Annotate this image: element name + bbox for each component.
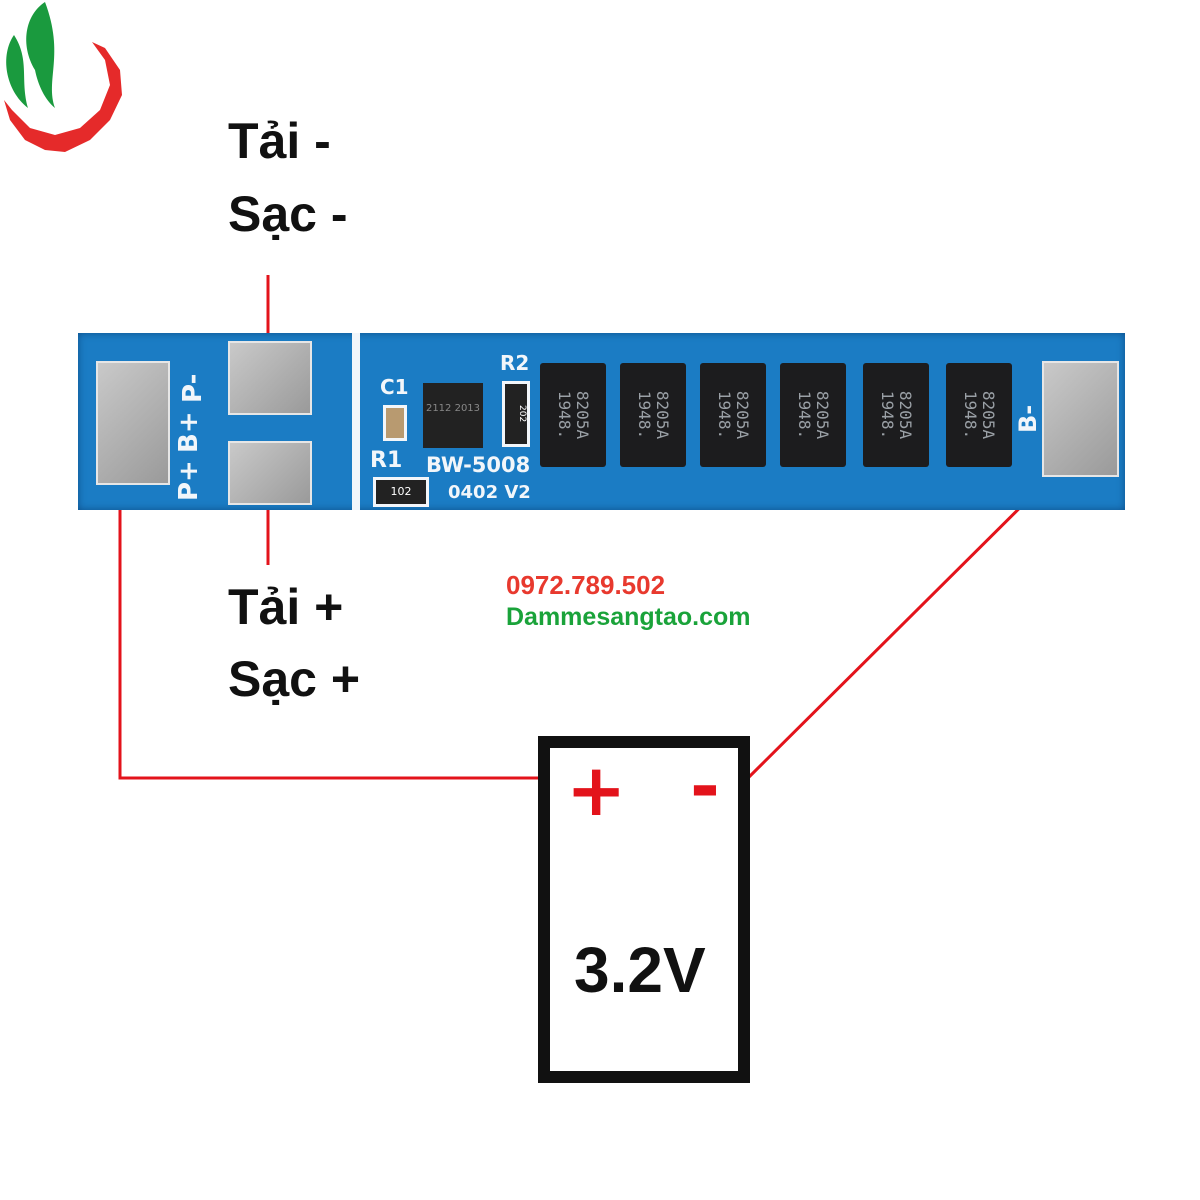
silk-r1: R1 — [370, 448, 403, 473]
p-minus-pad — [228, 341, 312, 415]
label-charge-positive: Sạc + — [228, 651, 361, 707]
resistor-r2: 202 — [502, 381, 530, 447]
silk-r2: R2 — [500, 351, 530, 375]
label-load-negative: Tải - — [228, 113, 331, 169]
capacitor-c1 — [383, 405, 407, 441]
label-load-positive: Tải + — [228, 579, 344, 635]
silk-version: 0402 V2 — [448, 482, 531, 503]
resistor-r1: 102 — [373, 477, 429, 507]
battery: + - 3.2V — [538, 736, 750, 1083]
chip-part: 8205A — [813, 390, 832, 440]
silk-model: BW-5008 — [426, 453, 531, 477]
wire-b-plus — [118, 425, 540, 780]
b-plus-pad — [96, 361, 170, 485]
chip-date: 1948. — [555, 390, 574, 440]
chip-date: 1948. — [715, 390, 734, 440]
battery-plus-terminal: + — [566, 748, 627, 832]
silk-p-plus: P+ — [174, 460, 204, 501]
chip-date: 1948. — [961, 390, 980, 440]
silk-b-plus: B+ — [174, 411, 204, 453]
protection-pcb: P- B+ P+ C1 2112 2013 R2 202 R1 BW-5008 … — [78, 333, 1125, 510]
ic-chip: 2112 2013 — [423, 383, 483, 448]
chip-part: 8205A — [896, 390, 915, 440]
battery-voltage: 3.2V — [574, 934, 706, 1006]
label-charge-negative: Sạc - — [228, 186, 348, 242]
p-plus-pad — [228, 441, 312, 505]
chip-part: 8205A — [573, 390, 592, 440]
watermark-website: Dammesangtao.com — [506, 603, 751, 631]
chip-part: 8205A — [653, 390, 672, 440]
chip-date: 1948. — [795, 390, 814, 440]
chip-part: 8205A — [979, 390, 998, 440]
watermark-phone: 0972.789.502 — [506, 570, 666, 600]
divider — [352, 333, 360, 510]
logo-icon — [4, 2, 122, 152]
chip-date: 1948. — [635, 390, 654, 440]
chip-date: 1948. — [878, 390, 897, 440]
silk-c1: C1 — [380, 375, 409, 399]
silk-b-minus: B- — [1014, 404, 1042, 433]
chip-part: 8205A — [733, 390, 752, 440]
b-minus-pad — [1042, 361, 1119, 477]
battery-minus-terminal: - — [690, 744, 720, 828]
silk-p-minus: P- — [178, 373, 208, 403]
